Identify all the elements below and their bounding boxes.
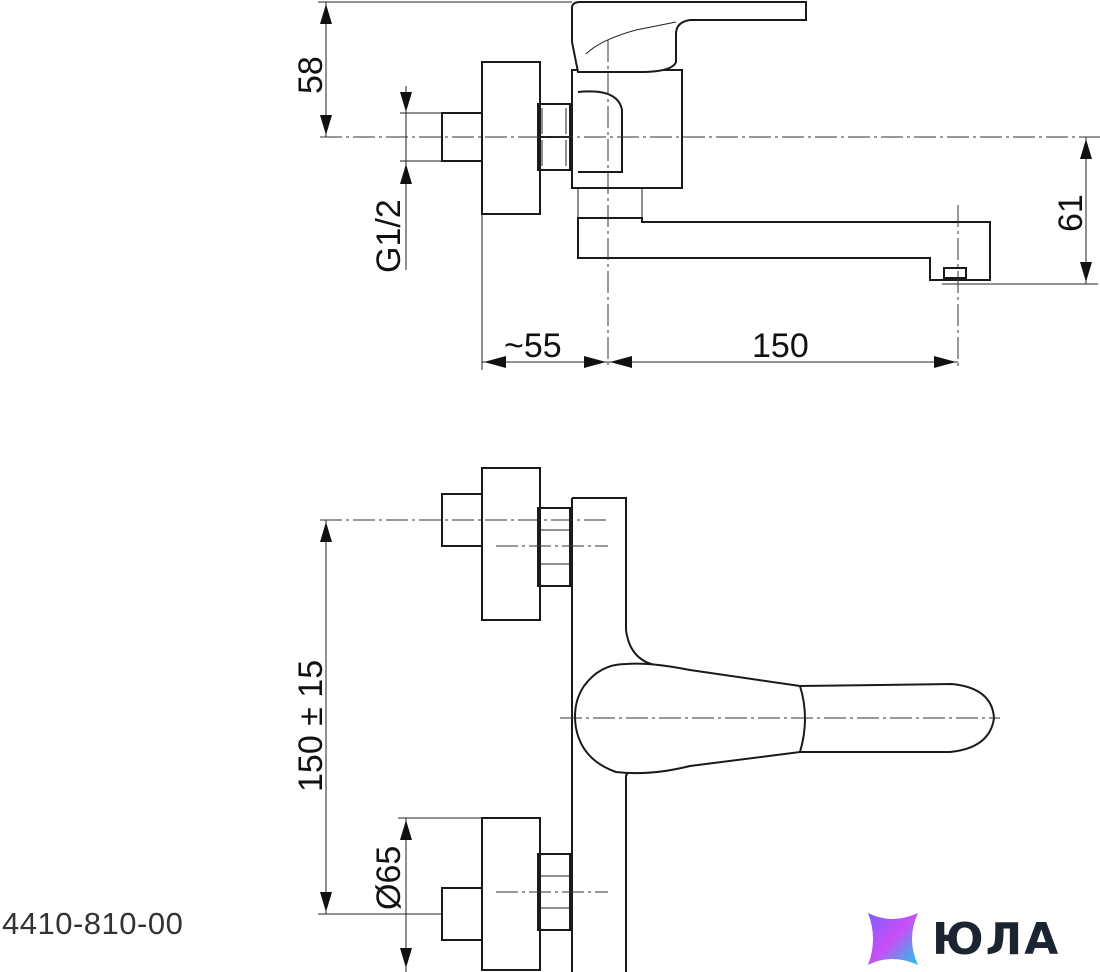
lower-flange bbox=[481, 817, 541, 971]
upper-flange bbox=[481, 467, 541, 621]
side-view bbox=[318, 0, 1100, 370]
wall-flange bbox=[481, 61, 541, 215]
mixer-body bbox=[571, 69, 683, 189]
dim-horizontal bbox=[482, 356, 958, 368]
part-number: 4410-810-00 bbox=[2, 906, 184, 941]
brand-name: ЮЛА bbox=[932, 913, 1061, 965]
brand-star-icon bbox=[868, 913, 918, 965]
brand-logo: ЮЛА bbox=[862, 908, 1098, 970]
dim-55-label: ~55 bbox=[504, 327, 562, 365]
spout bbox=[577, 217, 991, 281]
front-view bbox=[318, 467, 1000, 972]
dim-61-label: 61 bbox=[1052, 194, 1090, 232]
dim-thread-label: G1/2 bbox=[370, 199, 408, 273]
dim-150-15 bbox=[320, 520, 332, 914]
dim-diameter-label: Ø65 bbox=[370, 846, 408, 910]
lever-handle bbox=[571, 0, 807, 73]
dim-150-label: 150 bbox=[752, 327, 809, 365]
dim-thread bbox=[400, 86, 412, 270]
dim-58 bbox=[320, 2, 332, 137]
aerator bbox=[943, 267, 967, 279]
dim-58-label: 58 bbox=[292, 56, 330, 94]
dim-diameter bbox=[400, 818, 412, 972]
lower-inlet-stub bbox=[441, 887, 483, 941]
dim-150-15-label: 150 ± 15 bbox=[292, 660, 330, 792]
dim-61 bbox=[1080, 137, 1092, 284]
upper-nut bbox=[537, 507, 571, 587]
